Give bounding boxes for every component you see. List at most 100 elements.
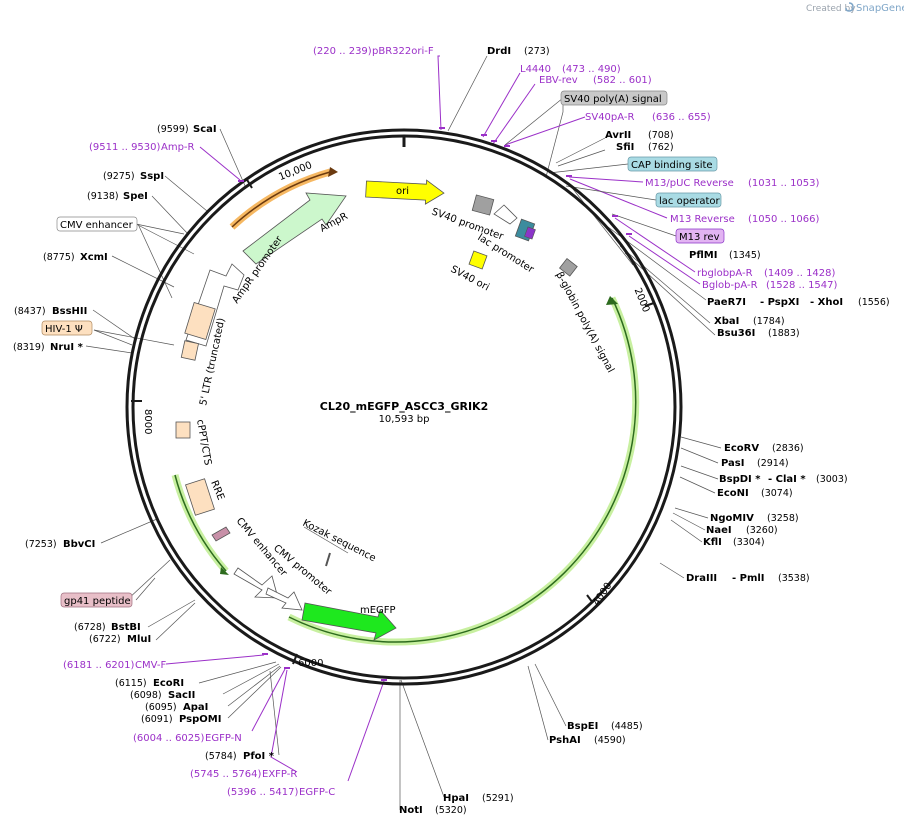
megfp-feature[interactable] [301, 602, 397, 641]
site-draIII[interactable]: DraIII [686, 573, 717, 584]
site-ecoRV[interactable]: EcoRV [724, 443, 759, 454]
ori-feature[interactable] [365, 177, 445, 205]
site-bspEI[interactable]: BspEI [567, 721, 598, 732]
primer-m13rev-name[interactable]: M13 Reverse [670, 214, 735, 225]
site-scaI[interactable]: ScaI [193, 124, 217, 135]
site-pspXI[interactable]: - PspXI [760, 297, 799, 308]
site-avrII[interactable]: AvrII [605, 130, 631, 141]
site-xhoI[interactable]: - XhoI [810, 297, 843, 308]
left-arc-arrowhead [220, 567, 229, 575]
site-sfiI[interactable]: SfiI [616, 142, 634, 153]
cmv-enhancer-box[interactable]: CMV enhancer [56, 216, 138, 232]
insert-glow-arc [287, 296, 640, 646]
primer-pbr322-pos: (220 .. 239) [313, 46, 372, 57]
orange-arc [231, 171, 331, 228]
site-pspOMI[interactable]: PspOMI [179, 714, 221, 725]
sv40-promoter-feature[interactable] [471, 194, 495, 216]
m13-feature[interactable] [524, 226, 536, 240]
site-kflI[interactable]: KflI [703, 537, 722, 548]
site-bbvCI[interactable]: BbvCI [63, 539, 95, 550]
site-pflMI[interactable]: PflMI [689, 250, 717, 261]
created-by-text: Created by [806, 4, 856, 14]
site-bspDI[interactable]: BspDI * [719, 474, 761, 485]
site-claI[interactable]: - ClaI * [768, 474, 806, 485]
site-paeR7I-pos: (1556) [858, 297, 890, 308]
tick-8000: 8000 [142, 409, 153, 434]
primer-exfpr-pos: (5745 .. 5764) [190, 769, 262, 780]
primer-pbr322-name[interactable]: pBR322ori-F [372, 46, 434, 57]
site-xbaI[interactable]: XbaI [714, 316, 739, 327]
site-bspDI-pos: (3003) [816, 474, 848, 485]
primer-ebv-name[interactable]: EBV-rev [539, 75, 578, 86]
site-ecoRV-pos: (2836) [772, 443, 804, 454]
site-pfoI[interactable]: PfoI * [243, 751, 275, 762]
beta-globin-feature[interactable] [559, 258, 578, 277]
primer-m13puc-name[interactable]: M13/pUC Reverse [645, 178, 734, 189]
site-ecoRI-pos: (6115) [115, 678, 147, 689]
primer-ampr-name[interactable]: Amp-R [161, 142, 195, 153]
site-ecoNI[interactable]: EcoNI [717, 488, 749, 499]
primer-egfpc-name[interactable]: EGFP-C [299, 787, 335, 798]
primer-bglob-name[interactable]: Bglob-pA-R [702, 280, 758, 291]
site-paeR7I[interactable]: PaeR7I [707, 297, 746, 308]
rre-feature[interactable] [185, 478, 215, 516]
cppt-feature[interactable] [175, 421, 191, 439]
site-naeI[interactable]: NaeI [706, 525, 732, 536]
site-pasI[interactable]: PasI [721, 458, 744, 469]
gp41-feature[interactable] [211, 526, 231, 542]
gp41-box[interactable]: gp41 peptide [60, 592, 133, 608]
site-pshAI[interactable]: PshAI [549, 735, 581, 746]
ltr-feature[interactable] [184, 301, 216, 341]
ltr-small-feature[interactable] [180, 340, 199, 361]
sv40-polya-box[interactable]: SV40 poly(A) signal [560, 90, 668, 106]
site-hpaI-pos: (5291) [482, 793, 514, 804]
site-sacII[interactable]: SacII [168, 690, 195, 701]
lac-operator-label: lac operator [659, 196, 720, 207]
m13-rev-box[interactable]: M13 rev [675, 228, 725, 244]
cmv-promoter-feature[interactable] [265, 587, 303, 611]
primer-rbglob-name[interactable]: rbglobpA-R [697, 268, 753, 279]
hiv-psi-box[interactable]: HIV-1 Ψ [41, 320, 93, 336]
sv40-promoter-arrow[interactable] [493, 204, 518, 225]
site-bstBI[interactable]: BstBI [111, 622, 141, 633]
primer-egfpn-name[interactable]: EGFP-N [205, 733, 242, 744]
site-pfoI-pos: (5784) [205, 751, 237, 762]
site-ngoMIV[interactable]: NgoMIV [710, 513, 754, 524]
site-mluI-pos: (6722) [89, 634, 121, 645]
site-bssHII[interactable]: BssHII [52, 306, 87, 317]
site-pflMI-pos: (1345) [729, 250, 761, 261]
cap-binding-box[interactable]: CAP binding site [627, 156, 718, 172]
site-drdI[interactable]: DrdI [487, 46, 511, 57]
site-notI[interactable]: NotI [399, 805, 423, 816]
site-ecoRI[interactable]: EcoRI [153, 678, 184, 689]
site-mluI[interactable]: MluI [127, 634, 151, 645]
primer-ampr-pos: (9511 .. 9530) [89, 142, 161, 153]
primer-bglob-pos: (1528 .. 1547) [766, 280, 838, 291]
site-sspI[interactable]: SspI [140, 171, 164, 182]
site-hpaI[interactable]: HpaI [443, 793, 469, 804]
kozak-feature[interactable] [325, 552, 331, 567]
ori-label: ori [396, 186, 409, 197]
primer-exfpr-name[interactable]: EXFP-R [262, 769, 297, 780]
site-xbaI-pos: (1784) [753, 316, 785, 327]
sv40-ori-feature[interactable] [468, 250, 488, 270]
primer-egfpn-pos: (6004 .. 6025) [133, 733, 205, 744]
site-pmlI[interactable]: - PmlI [732, 573, 765, 584]
ampR-feature[interactable] [242, 192, 347, 265]
primer-rbglob-pos: (1409 .. 1428) [764, 268, 836, 279]
site-apaI[interactable]: ApaI [183, 702, 208, 713]
primer-l4440-name[interactable]: L4440 [520, 64, 551, 75]
primer-cmvf-name[interactable]: CMV-F [135, 660, 166, 671]
lac-operator-box[interactable]: lac operator [655, 192, 722, 208]
site-bsu36I[interactable]: Bsu36I [717, 328, 755, 339]
site-speI[interactable]: SpeI [123, 191, 148, 202]
site-nruI[interactable]: NruI * [50, 342, 84, 353]
site-notI-pos: (5320) [435, 805, 467, 816]
site-sacII-pos: (6098) [130, 690, 162, 701]
backbone-outer [125, 128, 683, 686]
site-ecoNI-pos: (3074) [761, 488, 793, 499]
primer-sv40pa-name[interactable]: SV40pA-R [585, 112, 634, 123]
site-xcmI[interactable]: XcmI [80, 252, 108, 263]
snapgene-brand: SnapGene [856, 3, 904, 14]
